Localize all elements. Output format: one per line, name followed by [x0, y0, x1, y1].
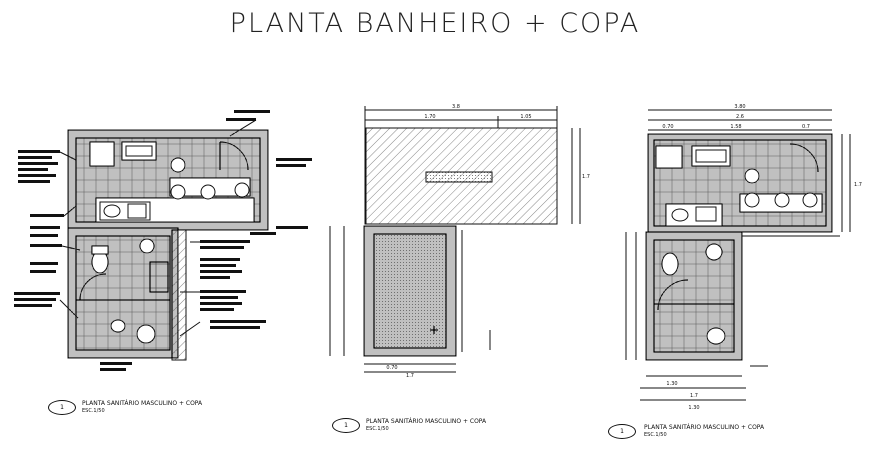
plan-3-dimensions: 3.80 2.6 0.70 1.58 0.7 1.7 1.30 1.7 1.30: [662, 104, 862, 411]
dim-plan2-total: 3.8: [452, 104, 460, 110]
dim-plan3-total: 3.80: [734, 104, 745, 110]
plan-2-dimensions: 3.8 1.70 1.05 1.7 0.70 1.7: [386, 104, 590, 379]
dim-plan3-d: 0.7: [802, 124, 810, 130]
drawing-caption-3: PLANTA SANITÁRIO MASCULINO + COPA: [644, 424, 765, 431]
drawing-scale-3: ESC.1/50: [644, 432, 667, 438]
drawing-caption-1: PLANTA SANITÁRIO MASCULINO + COPA: [82, 400, 203, 407]
dim-plan2-height: 1.7: [582, 174, 590, 180]
dim-plan3-a: 2.6: [736, 114, 744, 120]
drawing-index-3: 1: [608, 424, 636, 439]
dim-plan3-c: 1.58: [730, 124, 741, 130]
dim-plan2-c: 0.70: [386, 365, 397, 371]
dim-plan2-d: 1.7: [406, 373, 414, 379]
dim-plan2-a: 1.70: [424, 114, 435, 120]
dim-plan2-b: 1.05: [520, 114, 531, 120]
dim-plan3-b: 0.70: [662, 124, 673, 130]
dim-plan3-g: 1.30: [688, 405, 699, 411]
dim-plan3-height: 1.7: [854, 182, 862, 188]
drawing-scale-1: ESC.1/50: [82, 408, 105, 414]
drawing-caption-2: PLANTA SANITÁRIO MASCULINO + COPA: [366, 418, 487, 425]
plan-3: [625, 109, 851, 401]
plan-1: [14, 110, 312, 371]
dim-plan3-f: 1.7: [690, 393, 698, 399]
page-title: PLANTA BANHEIRO + COPA: [229, 8, 641, 39]
drawing-scale-2: ESC.1/50: [366, 426, 389, 432]
dim-plan3-e: 1.30: [666, 381, 677, 387]
plan-2: [329, 106, 581, 373]
drawing-index-1: 1: [48, 400, 76, 415]
drawing-index-2: 1: [332, 418, 360, 433]
